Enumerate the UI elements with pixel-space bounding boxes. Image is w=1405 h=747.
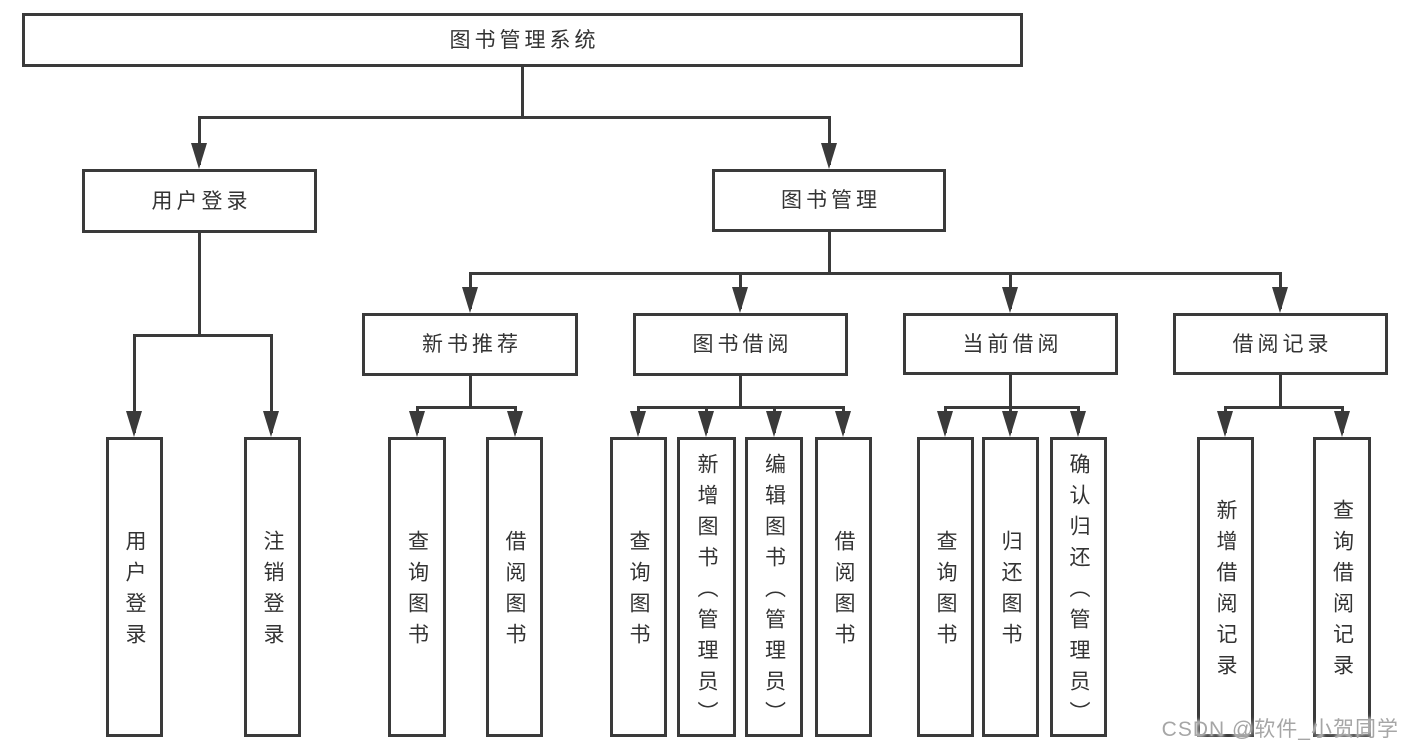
edge-2-stem [827, 232, 831, 275]
node-root: 图书管理系统 [22, 13, 1023, 67]
edge-5-arrowhead-down-2 [1070, 411, 1086, 437]
node-book-borrowing: 图书借阅 [633, 313, 848, 376]
node-leaf-bb-query-books: 查询图书 [610, 437, 667, 737]
edge-0-arrowhead-down-0 [191, 143, 207, 169]
edge-1-drop-1 [269, 335, 273, 433]
edge-5-arrowhead-down-1 [1002, 411, 1018, 437]
node-current-borrowing: 当前借阅 [903, 313, 1118, 375]
node-leaf-bb-edit-books: 编辑图书（管理员） [745, 437, 803, 737]
node-label-root: 图书管理系统 [449, 28, 600, 52]
edge-2-arrowhead-down-3 [1272, 287, 1288, 313]
edge-0-arrowhead-down-1 [821, 143, 837, 169]
edge-2-arrowhead-down-1 [732, 287, 748, 313]
node-label-leaf-br-query-record: 查询借阅记录 [1330, 499, 1354, 685]
edge-0-bar [197, 115, 831, 119]
edge-6-stem [1278, 375, 1282, 409]
node-leaf-cb-query-books: 查询图书 [917, 437, 974, 737]
edge-3-bar [415, 405, 517, 409]
node-label-borrowing-records: 借阅记录 [1232, 332, 1333, 356]
node-leaf-nbr-query-books: 查询图书 [388, 437, 446, 737]
node-label-leaf-nbr-query-books: 查询图书 [405, 530, 429, 654]
node-leaf-nbr-borrow-books: 借阅图书 [486, 437, 543, 737]
node-label-leaf-cb-return-books: 归还图书 [999, 530, 1022, 654]
edge-6-arrowhead-down-0 [1217, 411, 1233, 437]
edge-5-arrowhead-down-0 [937, 411, 953, 437]
edge-1-bar [132, 333, 273, 337]
node-label-leaf-bb-edit-books: 编辑图书（管理员） [762, 452, 786, 732]
edge-0-drop-1 [827, 117, 831, 165]
edge-2-bar [468, 271, 1282, 275]
edge-5-bar [943, 405, 1080, 409]
edge-1-stem [197, 233, 201, 337]
node-label-leaf-bb-add-books: 新增图书（管理员） [695, 452, 718, 732]
edge-1-arrowhead-down-0 [126, 411, 142, 437]
node-borrowing-records: 借阅记录 [1173, 313, 1388, 375]
edge-4-arrowhead-down-3 [835, 411, 851, 437]
node-label-user-login: 用户登录 [151, 189, 252, 213]
node-new-book-recommend: 新书推荐 [362, 313, 578, 376]
node-label-book-management: 图书管理 [781, 189, 881, 212]
node-label-leaf-user-login: 用户登录 [123, 530, 146, 654]
node-leaf-br-add-record: 新增借阅记录 [1197, 437, 1254, 737]
edge-1-drop-0 [132, 335, 136, 433]
node-label-leaf-br-add-record: 新增借阅记录 [1214, 499, 1237, 685]
watermark: CSDN @软件_小贺同学 [1161, 718, 1399, 741]
edge-1-arrowhead-down-1 [263, 411, 279, 437]
node-label-leaf-bb-query-books: 查询图书 [627, 530, 650, 654]
node-book-management: 图书管理 [712, 169, 946, 232]
edge-3-stem [468, 376, 472, 409]
edge-6-bar [1223, 405, 1344, 409]
edge-5-stem [1008, 375, 1012, 409]
edge-4-arrowhead-down-2 [766, 411, 782, 437]
node-label-leaf-logout: 注销登录 [261, 530, 284, 654]
edge-0-stem [520, 67, 524, 119]
node-leaf-bb-add-books: 新增图书（管理员） [677, 437, 736, 737]
edge-3-arrowhead-down-0 [409, 411, 425, 437]
node-leaf-br-query-record: 查询借阅记录 [1313, 437, 1371, 737]
node-label-new-book-recommend: 新书推荐 [422, 333, 522, 356]
node-label-leaf-cb-query-books: 查询图书 [934, 530, 957, 654]
node-label-leaf-bb-borrow-books: 借阅图书 [832, 530, 855, 654]
node-leaf-user-login: 用户登录 [106, 437, 163, 737]
edge-2-arrowhead-down-2 [1002, 287, 1018, 313]
node-label-leaf-nbr-borrow-books: 借阅图书 [503, 530, 526, 654]
edge-3-arrowhead-down-1 [507, 411, 523, 437]
node-leaf-bb-borrow-books: 借阅图书 [815, 437, 872, 737]
node-label-current-borrowing: 当前借阅 [962, 332, 1063, 356]
node-leaf-cb-return-books: 归还图书 [982, 437, 1039, 737]
edge-2-arrowhead-down-0 [462, 287, 478, 313]
edge-6-arrowhead-down-1 [1334, 411, 1350, 437]
edge-0-drop-0 [197, 117, 201, 165]
edge-4-bar [636, 405, 845, 409]
node-label-book-borrowing: 图书借阅 [692, 333, 793, 356]
node-leaf-logout: 注销登录 [244, 437, 301, 737]
node-label-leaf-cb-confirm-return: 确认归还（管理员） [1067, 452, 1090, 732]
edge-4-arrowhead-down-0 [630, 411, 646, 437]
node-leaf-cb-confirm-return: 确认归还（管理员） [1050, 437, 1107, 737]
node-user-login: 用户登录 [82, 169, 317, 233]
edge-4-stem [738, 376, 742, 409]
edge-4-arrowhead-down-1 [698, 411, 714, 437]
